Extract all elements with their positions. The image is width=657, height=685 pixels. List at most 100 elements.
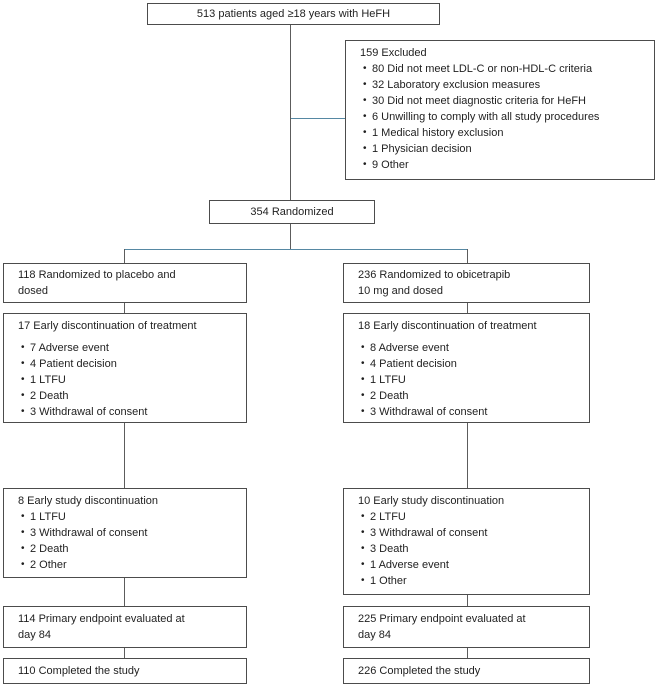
reason-text: 2 Death — [30, 543, 69, 555]
excluded-reasons-list: • 80 Did not meet LDL-C or non-HDL-C crit… — [360, 61, 646, 173]
connector-enrollment-to-randomized — [290, 25, 291, 200]
bullet-icon: • — [361, 543, 365, 554]
reason-item: • 8 Adverse event — [361, 340, 581, 356]
connector-split-to-obicetrapib — [467, 249, 468, 263]
reason-item: • 3 Withdrawal of consent — [361, 525, 581, 541]
obicetrapib-study-discontinuation-title: 10 Early study discontinuation — [358, 495, 505, 507]
reason-text: 1 LTFU — [30, 511, 66, 523]
reason-text: 4 Patient decision — [370, 358, 457, 370]
excluded-reason-item: • 30 Did not meet diagnostic criteria for… — [363, 93, 646, 109]
randomized-box: 354 Randomized — [209, 200, 375, 224]
placebo-study-discontinuation-title: 8 Early study discontinuation — [18, 495, 159, 507]
reason-text: 2 LTFU — [370, 511, 406, 523]
excluded-reason-text: 6 Unwilling to comply with all study pro… — [372, 111, 600, 123]
obicetrapib-treatment-discontinuation-title: 18 Early discontinuation of treatment — [358, 320, 537, 332]
excluded-reason-item: • 9 Other — [363, 157, 646, 173]
bullet-icon: • — [361, 527, 365, 538]
placebo-treatment-discontinuation-box: 17 Early discontinuation of treatment •7… — [3, 313, 247, 423]
reason-text: 4 Patient decision — [30, 358, 117, 370]
reason-text: 8 Adverse event — [370, 342, 449, 354]
enrollment-label: 513 patients aged ≥18 years with HeFH — [196, 8, 391, 20]
excluded-reason-text: 9 Other — [372, 159, 409, 171]
placebo-randomized-label: 118 Randomized to placebo and dosed — [18, 269, 176, 297]
bullet-icon: • — [21, 390, 25, 401]
bullet-icon: • — [21, 511, 25, 522]
reason-item: •3 Withdrawal of consent — [21, 525, 238, 541]
reason-item: • 1 Adverse event — [361, 557, 581, 573]
connector-placebo-to-study-disc — [124, 423, 125, 488]
bullet-icon: • — [363, 63, 367, 74]
obicetrapib-completed-box: 226 Completed the study — [343, 658, 590, 684]
bullet-icon: • — [361, 390, 365, 401]
bullet-icon: • — [21, 527, 25, 538]
bullet-icon: • — [361, 406, 365, 417]
reason-item: • 4 Patient decision — [361, 356, 581, 372]
reason-item: •2 Death — [21, 541, 238, 557]
placebo-treatment-discontinuation-list: •7 Adverse event •4 Patient decision •1 … — [18, 340, 238, 420]
placebo-study-discontinuation-box: 8 Early study discontinuation • 1 LTFU •3… — [3, 488, 247, 578]
reason-item: •2 Death — [21, 388, 238, 404]
obicetrapib-randomized-box: 236 Randomized to obicetrapib 10 mg and … — [343, 263, 590, 303]
excluded-title: 159 Excluded — [360, 47, 427, 59]
reason-item: •1 LTFU — [21, 372, 238, 388]
reason-item: •3 Withdrawal of consent — [21, 404, 238, 420]
reason-text: 1 Other — [370, 575, 407, 587]
reason-item: •3 Withdrawal of consent — [361, 404, 581, 420]
bullet-icon: • — [21, 342, 25, 353]
reason-text: 1 Adverse event — [370, 559, 449, 571]
enrollment-box: 513 patients aged ≥18 years with HeFH — [147, 3, 440, 25]
obicetrapib-treatment-discontinuation-box: 18 Early discontinuation of treatment • 8… — [343, 313, 590, 423]
placebo-treatment-discontinuation-title: 17 Early discontinuation of treatment — [18, 320, 197, 332]
bullet-icon: • — [361, 559, 365, 570]
obicetrapib-primary-endpoint-box: 225 Primary endpoint evaluated at day 84 — [343, 606, 590, 648]
reason-item: • 3 Death — [361, 541, 581, 557]
excluded-reason-text: 30 Did not meet diagnostic criteria for … — [372, 95, 586, 107]
reason-text: 1 LTFU — [30, 374, 66, 386]
connector-placebo-to-completed — [124, 648, 125, 658]
excluded-reason-item: • 6 Unwilling to comply with all study pr… — [363, 109, 646, 125]
bullet-icon: • — [21, 406, 25, 417]
reason-text: 1 LTFU — [370, 374, 406, 386]
reason-item: •2 Death — [361, 388, 581, 404]
excluded-reason-item: • 80 Did not meet LDL-C or non-HDL-C crit… — [363, 61, 646, 77]
obicetrapib-treatment-discontinuation-list: •8 Adverse event •4 Patient decision •1 … — [358, 340, 581, 420]
bullet-icon: • — [21, 358, 25, 369]
bullet-icon: • — [363, 159, 367, 170]
reason-item: • 4 Patient decision — [21, 356, 238, 372]
reason-item: •7 Adverse event — [21, 340, 238, 356]
reason-item: •1 LTFU — [361, 372, 581, 388]
placebo-completed-box: 110 Completed the study — [3, 658, 247, 684]
bullet-icon: • — [363, 127, 367, 138]
placebo-completed-label: 110 Completed the study — [18, 665, 140, 677]
bullet-icon: • — [361, 342, 365, 353]
reason-text: 3 Death — [370, 543, 409, 555]
excluded-reason-text: 32 Laboratory exclusion measures — [372, 79, 541, 91]
bullet-icon: • — [363, 111, 367, 122]
bullet-icon: • — [21, 559, 25, 570]
bullet-icon: • — [363, 95, 367, 106]
reason-item: •1 Other — [361, 573, 581, 589]
connector-obicetrapib-to-study-disc — [467, 423, 468, 488]
excluded-reason-item: • 1 Physician decision — [363, 141, 646, 157]
obicetrapib-study-discontinuation-box: 10 Early study discontinuation • 2 LTFU •… — [343, 488, 590, 595]
connector-branch-split — [124, 249, 468, 250]
connector-obicetrapib-to-endpoint — [467, 595, 468, 606]
excluded-reason-text: 1 Physician decision — [372, 143, 472, 155]
connector-placebo-to-treatment-disc — [124, 302, 125, 313]
obicetrapib-completed-label: 226 Completed the study — [358, 665, 481, 677]
connector-obicetrapib-to-completed — [467, 648, 468, 658]
bullet-icon: • — [361, 358, 365, 369]
excluded-reason-text: 80 Did not meet LDL-C or non-HDL-C crite… — [372, 63, 593, 75]
obicetrapib-study-discontinuation-list: • 2 LTFU • 3 Withdrawal of consent • 3 Deat… — [358, 509, 581, 589]
connector-to-excluded — [291, 118, 345, 119]
bullet-icon: • — [361, 511, 365, 522]
excluded-reason-item: •1 Medical history exclusion — [363, 125, 646, 141]
connector-placebo-to-endpoint — [124, 578, 125, 606]
reason-item: • 1 LTFU — [21, 509, 238, 525]
reason-text: 2 Other — [30, 559, 67, 571]
bullet-icon: • — [363, 143, 367, 154]
connector-randomized-to-split — [290, 224, 291, 249]
bullet-icon: • — [363, 79, 367, 90]
reason-text: 3 Withdrawal of consent — [370, 527, 488, 539]
